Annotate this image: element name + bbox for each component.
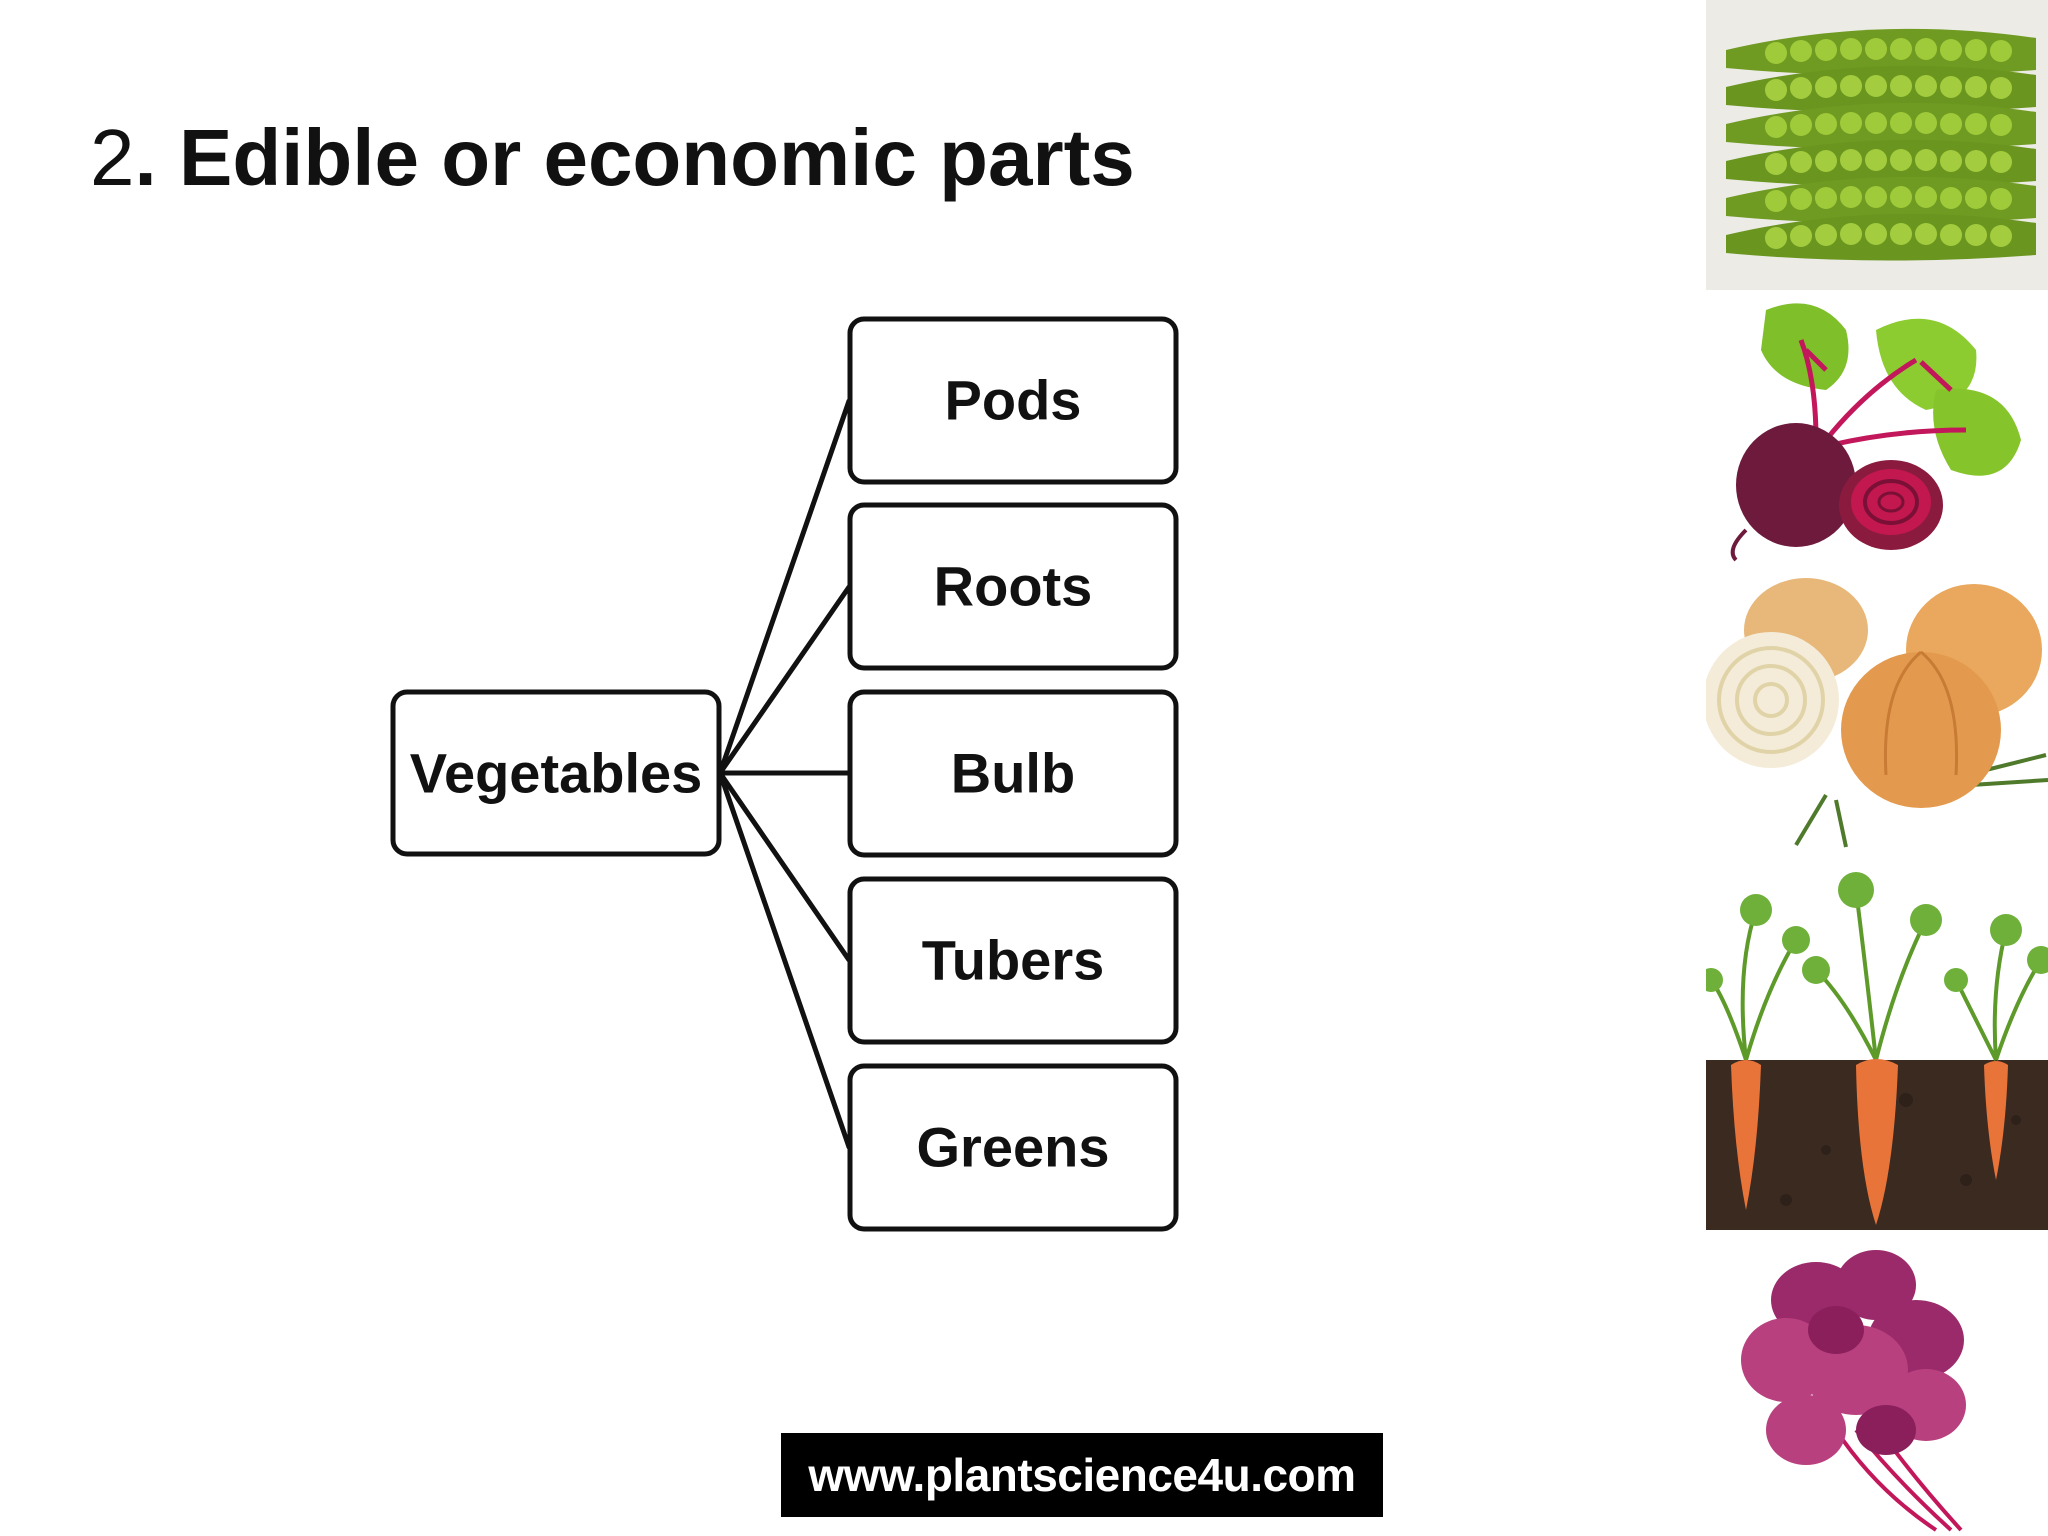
connector-tubers [717,770,852,963]
child-node-greens: Greens [847,1063,1179,1232]
beetroot-photo [1706,290,2048,575]
child-node-label: Pods [945,369,1082,432]
slide-title: 2. Edible or economic parts [90,108,1135,208]
title-text: . Edible or economic parts [134,113,1135,202]
website-watermark: www.plantscience4u.com [781,1433,1383,1517]
child-node-label: Roots [934,555,1093,618]
root-node-label: Vegetables [410,742,703,805]
red-amaranth-photo [1706,1230,2048,1536]
connector-roots [717,584,852,776]
child-node-label: Bulb [951,742,1075,805]
child-node-tubers: Tubers [847,876,1179,1045]
title-number: 2 [90,113,135,202]
child-node-label: Greens [917,1116,1110,1179]
carrot-photo [1706,850,2048,1230]
photo-strip [1706,0,2048,1536]
child-node-label: Tubers [922,929,1105,992]
root-node-vegetables: Vegetables [390,689,722,857]
child-node-roots: Roots [847,502,1179,671]
child-node-pods: Pods [847,316,1179,485]
child-node-bulb: Bulb [847,689,1179,858]
connector-pods [717,398,852,776]
pea-pods-photo [1706,0,2048,290]
connector-greens [717,770,852,1150]
onion-photo [1706,575,2048,850]
